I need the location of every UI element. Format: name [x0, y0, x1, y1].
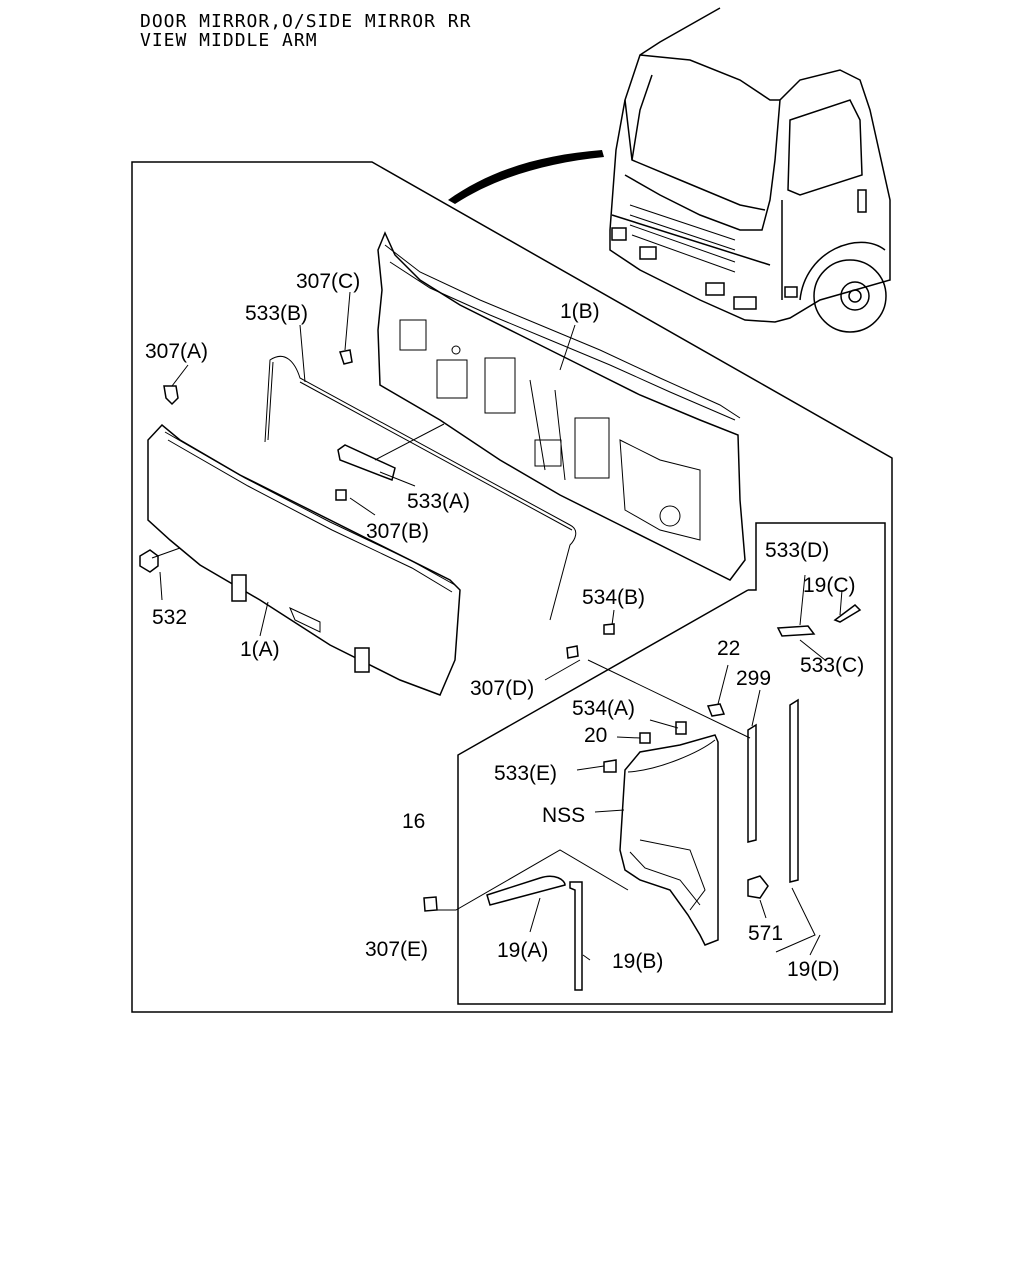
callout-22: 22 — [717, 637, 740, 660]
callout-532: 532 — [152, 606, 187, 629]
callout-571: 571 — [748, 922, 783, 945]
callout-533a: 533(A) — [407, 490, 470, 513]
clip-533e — [603, 759, 617, 773]
panel-1a — [147, 423, 461, 696]
clip-534a — [675, 721, 687, 735]
clip-307c — [339, 349, 353, 365]
seal-19c — [833, 604, 862, 623]
callout-nss: NSS — [542, 804, 585, 827]
clip-307d — [566, 645, 579, 659]
clip-307e — [423, 896, 438, 912]
callout-534b: 534(B) — [582, 586, 645, 609]
seal-19b — [569, 881, 583, 991]
leader-lines — [159, 291, 843, 961]
clip-307b — [335, 489, 347, 501]
clip-20 — [639, 732, 651, 744]
truck-illustration — [609, 7, 891, 333]
callout-307e: 307(E) — [365, 938, 428, 961]
seal-19a — [486, 875, 566, 906]
bolt-532 — [139, 549, 159, 573]
seal-533b — [264, 355, 577, 621]
callout-533b: 533(B) — [245, 302, 308, 325]
callout-307a: 307(A) — [145, 340, 208, 363]
panel-1b — [377, 231, 746, 581]
bolt-22 — [706, 703, 726, 717]
callout-16: 16 — [402, 810, 425, 833]
callout-307d: 307(D) — [470, 677, 534, 700]
callout-19b: 19(B) — [612, 950, 663, 973]
part-533a — [337, 444, 396, 482]
callout-307b: 307(B) — [366, 520, 429, 543]
panel-16 — [619, 734, 719, 946]
callout-533c: 533(C) — [800, 654, 864, 677]
callout-1a: 1(A) — [240, 638, 280, 661]
callout-299: 299 — [736, 667, 771, 690]
callout-533e: 533(E) — [494, 762, 557, 785]
strip-19d — [789, 698, 799, 883]
callout-19d: 19(D) — [787, 958, 840, 981]
seal-533c — [776, 625, 816, 637]
callout-534a: 534(A) — [572, 697, 635, 720]
callout-19c: 19(C) — [803, 574, 856, 597]
callout-20: 20 — [584, 724, 607, 747]
main-frame — [131, 161, 893, 1013]
grommet-571 — [747, 875, 769, 899]
callout-533d: 533(D) — [765, 539, 829, 562]
sub-frame — [457, 522, 886, 1005]
clip-534b — [603, 623, 615, 635]
diagram-subtitle: VIEW MIDDLE ARM — [140, 30, 318, 51]
callout-1b: 1(B) — [560, 300, 600, 323]
view-arrow — [448, 150, 604, 204]
strip-299 — [747, 723, 757, 843]
clip-307a — [163, 385, 179, 406]
callout-19a: 19(A) — [497, 939, 548, 962]
callout-307c: 307(C) — [296, 270, 360, 293]
diagram-title: DOOR MIRROR,O/SIDE MIRROR RR — [140, 11, 471, 32]
